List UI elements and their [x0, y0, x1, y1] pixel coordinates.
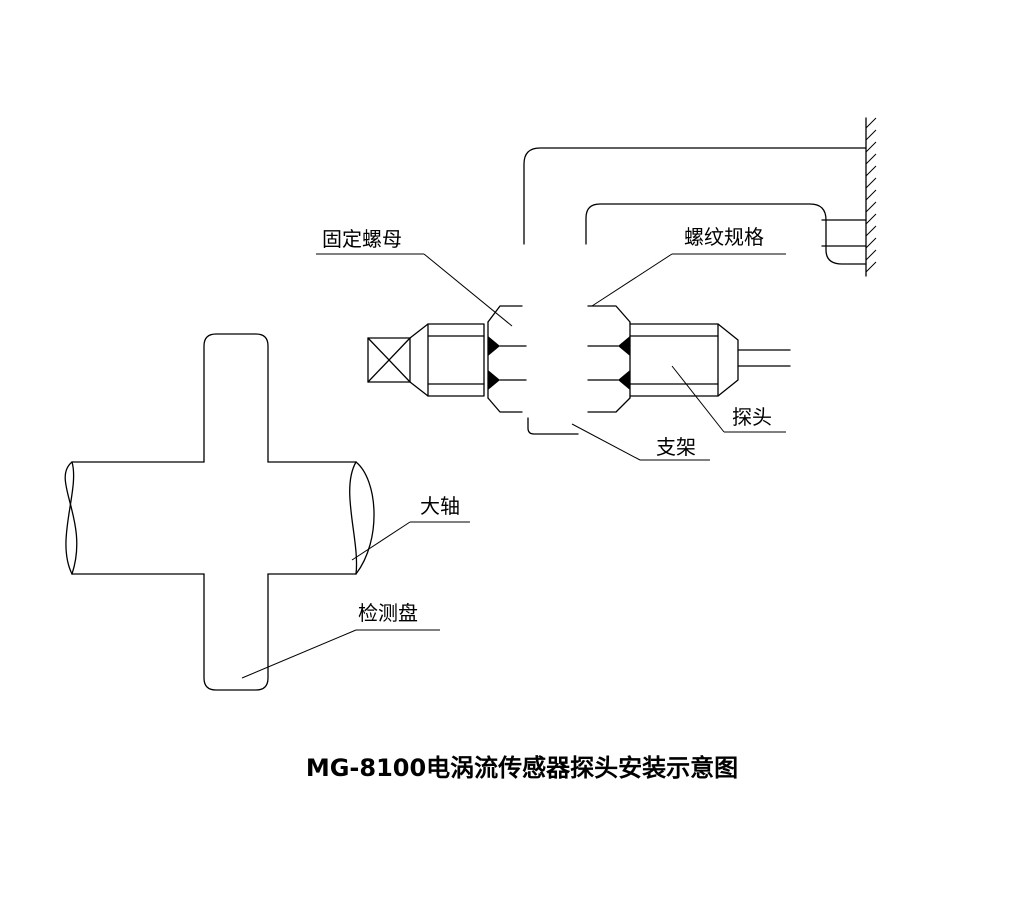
- leader-lines: [241, 253, 786, 679]
- label-bracket: 支架: [656, 435, 696, 459]
- mounting-wall: [821, 117, 877, 277]
- label-fixing-nut: 固定螺母: [322, 227, 402, 251]
- detection-disc: [203, 333, 269, 691]
- label-main-shaft: 大轴: [420, 494, 460, 518]
- probe-assembly: [587, 305, 791, 413]
- left-nut-assembly: [367, 305, 527, 413]
- bracket-frame: [523, 147, 867, 435]
- main-shaft: [64, 461, 375, 575]
- label-thread-spec: 螺纹规格: [684, 225, 764, 249]
- diagram-caption: MG-8100电涡流传感器探头安装示意图: [306, 754, 738, 782]
- label-detection-disc: 检测盘: [358, 601, 418, 625]
- label-probe: 探头: [732, 405, 772, 429]
